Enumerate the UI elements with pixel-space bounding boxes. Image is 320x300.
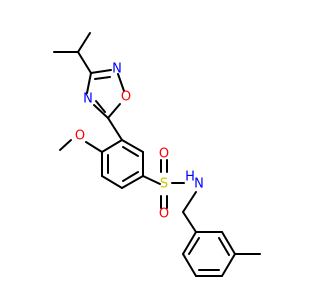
- bond-layer: [53, 32, 261, 277]
- bond-benzene2-c: [221, 253, 236, 277]
- bond-benzene1-c: [101, 175, 123, 189]
- atom-o-methoxy: O: [75, 129, 85, 144]
- bond-ring-c5-n4: [93, 104, 109, 119]
- bond-benzene2-f: [182, 231, 197, 255]
- bond-oxadiazole-to-benzene: [107, 117, 123, 141]
- bond-ch2-to-ring: [182, 211, 197, 233]
- bond-benzene2-e: [182, 253, 197, 277]
- bond-methoxy-o-methyl: [59, 139, 72, 151]
- atom-o-sulfonyl-bottom: O: [159, 207, 169, 222]
- atom-n-ring-top: N: [112, 62, 122, 77]
- bond-benzene1-a: [101, 139, 123, 153]
- bond-benzene1-d: [121, 175, 144, 189]
- bond-benzene1-f: [121, 139, 144, 153]
- bond-benzene1-d-double: [122, 171, 139, 182]
- atom-s-sulfonyl: S: [160, 177, 168, 192]
- bond-n-to-ch2: [182, 191, 197, 213]
- bond-ring-n4-c3: [86, 72, 92, 94]
- molecule-structure-diagram: N O N O O S O H N: [53, 32, 261, 277]
- bond-benzene1-f-double: [122, 146, 139, 157]
- atom-label-layer: N O N O O S O H N: [75, 62, 204, 222]
- bond-isopropyl-methyl-top: [77, 32, 91, 53]
- atom-n-ring-left: N: [83, 92, 93, 107]
- bond-isopropyl-to-ring: [77, 51, 92, 74]
- atom-n-sulfonamide: N: [194, 177, 204, 192]
- atom-h-sulfonamide: H: [185, 170, 195, 185]
- bond-ring-c3-n2: [90, 69, 112, 74]
- bond-benzene2-b-double: [218, 237, 230, 256]
- bond-methoxy-ring-o: [85, 141, 103, 153]
- atom-o-ring: O: [121, 90, 131, 105]
- bond-ring-to-sulfur: [142, 175, 161, 185]
- bond-ring-c3-n2-double: [94, 76, 111, 80]
- bond-benzene2-f-double: [188, 237, 200, 255]
- bond-ring-c5-n4-double: [95, 100, 106, 113]
- bond-ring-n2-o1: [117, 73, 125, 92]
- bond-ring-o1-c5: [107, 103, 121, 119]
- atom-o-sulfonyl-top: O: [159, 147, 169, 162]
- bond-benzene2-b: [221, 231, 236, 255]
